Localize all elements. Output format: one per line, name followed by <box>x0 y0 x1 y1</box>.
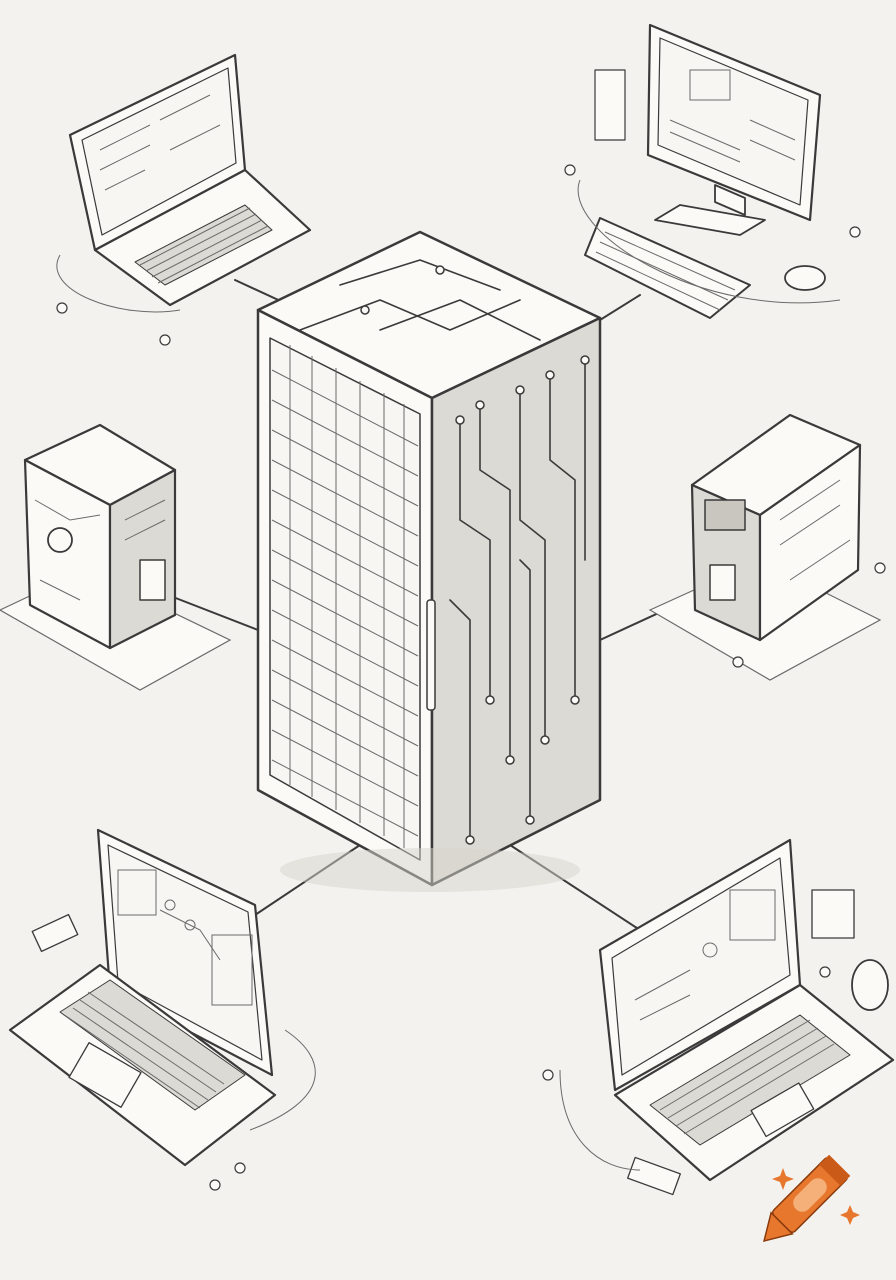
tower-pc-icon <box>648 413 886 681</box>
laptop-icon <box>56 53 312 346</box>
laptop-icon <box>8 828 316 1191</box>
rack-units <box>271 345 419 848</box>
server-rack-icon <box>256 230 602 892</box>
crayon-logo-icon <box>763 1154 860 1242</box>
mouse-icon <box>784 265 826 291</box>
circuit-pads <box>360 265 590 845</box>
mouse-icon <box>851 959 889 1011</box>
tower-pc-icon <box>0 423 232 691</box>
circuit-traces <box>299 259 586 841</box>
desktop-monitor-icon <box>564 23 861 319</box>
laptop-icon <box>542 838 895 1196</box>
